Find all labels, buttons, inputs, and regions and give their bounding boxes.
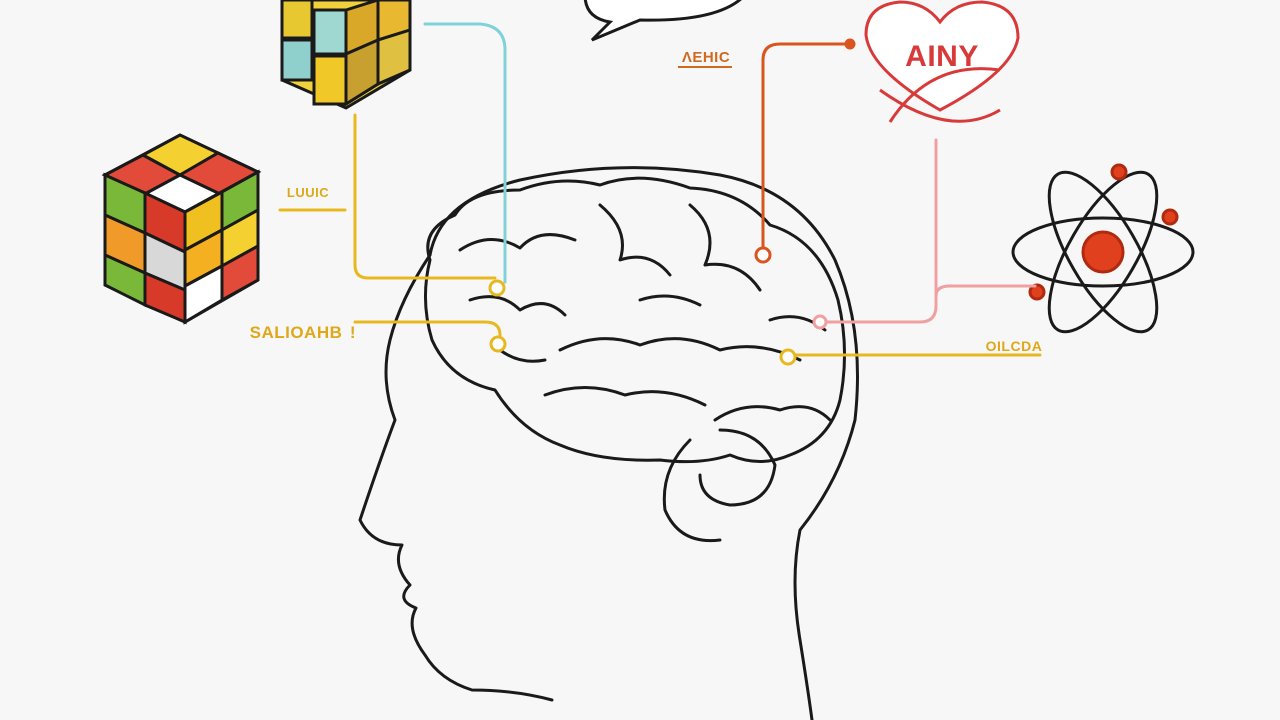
label-top-center: ΛEHIC (682, 49, 730, 66)
head-brain-icon (358, 166, 859, 720)
heart-label: AINY (905, 40, 979, 73)
label-right: OILCDA (986, 338, 1043, 354)
atom-icon (1011, 163, 1195, 334)
speech-bubble-icon (583, 0, 742, 42)
label-left-lower-mark: ! (350, 323, 356, 342)
label-left-upper: LUUIC (287, 185, 329, 200)
rubiks-cube-icon (101, 133, 262, 325)
heart-icon: AINY (864, 0, 1020, 123)
label-left-lower: SALIOAHB (250, 323, 343, 342)
rubiks-cube-icon (280, 0, 412, 110)
connector-lines (278, 22, 1042, 357)
connector-nodes (488, 38, 856, 366)
